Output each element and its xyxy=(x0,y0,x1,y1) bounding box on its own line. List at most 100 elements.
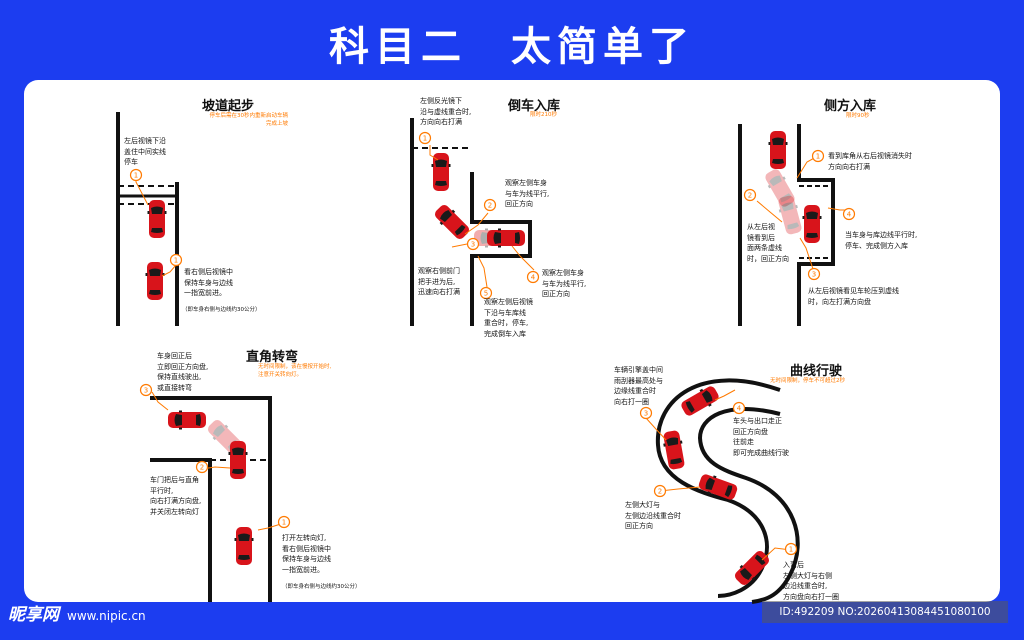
callout-line xyxy=(714,389,736,401)
step-marker xyxy=(807,267,821,281)
car-icon xyxy=(168,410,206,430)
outer-curve-line xyxy=(655,378,781,598)
callout-line xyxy=(464,212,489,235)
callout-line xyxy=(511,245,535,271)
marker-label: 1 xyxy=(282,519,286,527)
inner-curve-line xyxy=(697,407,800,604)
parallel-step2-text: 从左后视 镜看到后 面两条虚线 时，回正方向 xyxy=(747,223,789,263)
step-marker xyxy=(129,168,143,182)
marker-label: 1 xyxy=(789,546,793,554)
callout-line xyxy=(477,255,488,288)
step-marker xyxy=(784,542,798,556)
content-panel xyxy=(24,80,1000,602)
step-marker xyxy=(195,460,209,474)
reverse-parking-title: 倒车入库 xyxy=(508,99,561,114)
marker-label: 1 xyxy=(174,257,178,265)
hill-step1-text: 看右侧后视镜中 保持车身与边线 一指宽前进。 xyxy=(184,268,233,297)
callout-line xyxy=(151,391,169,411)
right-angle-step1-text: 打开左转向灯, 看右侧后视镜中 保持车身与边线 一指宽前进。 xyxy=(282,534,331,574)
parallel-parking-diagram xyxy=(738,124,849,326)
step-marker xyxy=(479,286,493,300)
parking-outline xyxy=(797,124,835,326)
car-icon xyxy=(768,131,788,169)
car-icon xyxy=(802,205,822,243)
step-marker xyxy=(466,237,480,251)
reverse-step3-text: 观察右侧前门 把手进为后, 迅速向右打满 xyxy=(418,267,460,296)
reverse-parking-subtitle: 限时210秒 xyxy=(530,112,557,118)
callout-line xyxy=(161,264,177,277)
outer-corner-line xyxy=(150,396,272,602)
marker-label: 3 xyxy=(644,410,648,418)
car-icon xyxy=(228,441,248,479)
reverse-step4-text: 观察左侧车身 与车为线平行, 回正方向 xyxy=(542,269,587,298)
hill-note: （即车身右侧与边线约30公分） xyxy=(182,307,261,313)
marker-label: 3 xyxy=(144,387,148,395)
marker-label: 2 xyxy=(658,488,662,496)
curve-step3-text: 车辆引擎盖中间 雨刮器最高处与 边缘线重合时 向右打一圈 xyxy=(614,366,663,406)
step-marker xyxy=(639,406,653,420)
reverse-step2-text: 观察左侧车身 与车为线平行, 回正方向 xyxy=(505,179,550,208)
marker-label: 4 xyxy=(847,211,852,219)
hill-start-subtitle: 停车后需在30秒内重新启动车辆 完成上坡 xyxy=(209,113,289,127)
car-icon xyxy=(431,153,451,191)
car-icon xyxy=(145,262,165,300)
marker-label: 3 xyxy=(812,271,816,279)
parallel-parking-title: 侧方入库 xyxy=(824,99,877,114)
step-marker-labels: 1 1 1 2 3 4 5 1 2 3 4 1 2 3 1 2 3 4 xyxy=(134,135,852,554)
marker-label: 4 xyxy=(737,405,742,413)
callout-line xyxy=(429,145,439,161)
step-markers xyxy=(129,131,856,556)
curve-step2-text: 左侧大灯与 左侧边沿线重合时 回正方向 xyxy=(625,501,681,530)
step-marker xyxy=(653,484,667,498)
callout-line xyxy=(451,243,468,248)
hill-step-top-text: 左后视镜下沿 盖住中间实线 停车 xyxy=(124,137,166,166)
parallel-step1-text: 看到库角从右后视镜消失时 方向向右打满 xyxy=(828,152,912,171)
parallel-step3-text: 从左后视镜看见车轮压到虚线 时，向左打满方向盘 xyxy=(808,287,899,306)
step-marker xyxy=(842,207,856,221)
step-marker xyxy=(169,253,183,267)
hill-start-title: 坡道起步 xyxy=(202,99,255,114)
callout-line xyxy=(645,417,667,441)
hill-start-diagram xyxy=(116,112,179,326)
right-angle-step2-text: 车门把后与直角 平行时, 向右打满方向盘, 并关闭左转向灯 xyxy=(150,476,202,516)
curve-driving-title: 曲线行驶 xyxy=(790,364,843,379)
curve-step1-text: 入弯后 左侧大灯与右侧 边沿线重合时, 方向盘向右打一圈 xyxy=(783,561,839,601)
curve-driving-diagram xyxy=(645,378,800,604)
marker-label: 2 xyxy=(748,192,752,200)
step-marker xyxy=(418,131,432,145)
car-icon xyxy=(431,201,473,243)
car-icon xyxy=(147,200,167,238)
marker-label: 2 xyxy=(200,464,204,472)
step-marker xyxy=(526,270,540,284)
right-angle-step3-text: 车身回正后 立即回正方向盘, 保持直线驶出, 或直接转弯 xyxy=(157,352,209,392)
marker-label: 3 xyxy=(471,241,475,249)
reverse-step1-text: 左侧反光镜下 沿与虚线重合时, 方向向右打满 xyxy=(420,97,472,126)
right-angle-turn-subtitle: 无时间限制，该在慢按开始时, 注意开关转向灯。 xyxy=(258,364,332,378)
right-angle-turn-title: 直角转弯 xyxy=(246,350,299,365)
step-marker xyxy=(811,149,825,163)
callout-line xyxy=(756,200,783,223)
curve-driving-subtitle: 无时间限制，停车不可超过2秒 xyxy=(770,378,846,384)
marker-label: 1 xyxy=(816,153,820,161)
step-marker xyxy=(139,383,153,397)
car-icon xyxy=(234,527,254,565)
marker-label: 1 xyxy=(423,135,427,143)
step-marker xyxy=(483,198,497,212)
reverse-parking-diagram xyxy=(410,118,535,326)
curve-step4-text: 车头与出口走正 回正方向盘 往前走 即可完成曲线行驶 xyxy=(733,417,789,457)
step-marker xyxy=(732,401,746,415)
marker-label: 1 xyxy=(134,172,138,180)
right-angle-note: （即车身右侧与边线约30公分） xyxy=(282,584,361,590)
marker-label: 4 xyxy=(531,274,536,282)
marker-label: 2 xyxy=(488,202,492,210)
parallel-parking-subtitle: 限时90秒 xyxy=(846,113,870,119)
parallel-step4-text: 当车身与库边线平行时, 停车、完成侧方入库 xyxy=(845,231,918,250)
step-marker xyxy=(743,188,757,202)
car-icon xyxy=(487,228,525,248)
marker-label: 5 xyxy=(484,290,488,298)
page-title: 科目二太简单了 xyxy=(329,24,695,70)
garage-outline xyxy=(470,172,532,326)
callout-line xyxy=(799,237,815,273)
